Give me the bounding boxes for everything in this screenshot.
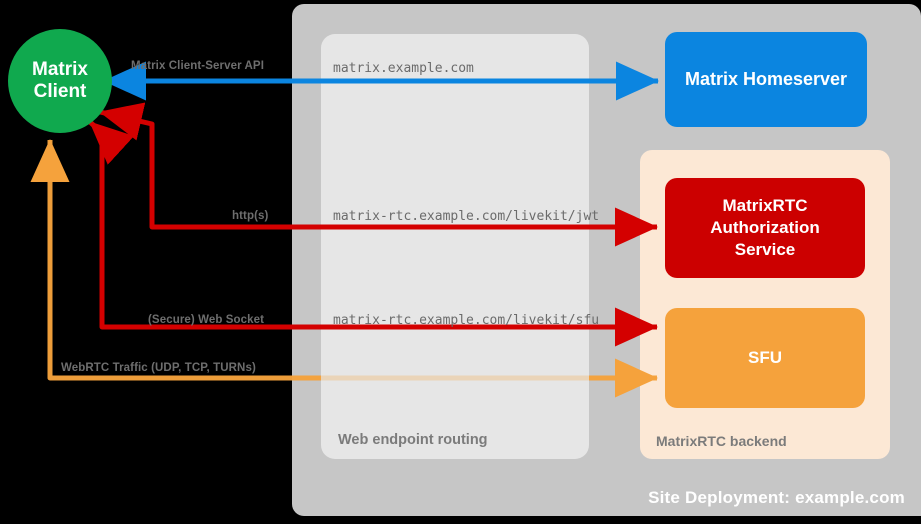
edge-label-web-socket: (Secure) Web Socket xyxy=(148,314,265,326)
edge-label-cs-api: Matrix Client-Server API xyxy=(131,60,264,72)
node-auth-line1: MatrixRTC xyxy=(722,196,808,216)
node-auth-line3: Service xyxy=(734,239,796,259)
endpoint-url-matrix: matrix.example.com xyxy=(333,61,474,76)
endpoint-url-livekit-sfu: matrix-rtc.example.com/livekit/sfu xyxy=(333,313,600,328)
node-matrix-homeserver-label: Matrix Homeserver xyxy=(684,69,848,89)
endpoint-url-livekit-jwt: matrix-rtc.example.com/livekit/jwt xyxy=(333,209,600,224)
node-matrix-client[interactable]: Matrix Client xyxy=(8,29,112,133)
web-endpoint-routing-label: Web endpoint routing xyxy=(338,432,488,448)
edge-label-webrtc-traffic: WebRTC Traffic (UDP, TCP, TURNs) xyxy=(61,362,256,374)
node-matrix-homeserver[interactable]: Matrix Homeserver xyxy=(665,32,867,127)
node-auth-line2: Authorization xyxy=(710,218,820,238)
site-deployment-title: Site Deployment: example.com xyxy=(648,488,905,507)
node-matrix-client-line1: Matrix xyxy=(32,58,88,80)
node-sfu[interactable]: SFU xyxy=(665,308,865,408)
edge-label-https: http(s) xyxy=(232,210,269,222)
node-matrix-client-line2: Client xyxy=(33,81,87,102)
matrixrtc-backend-label: MatrixRTC backend xyxy=(656,433,787,449)
node-matrixrtc-authorization-service[interactable]: MatrixRTC Authorization Service xyxy=(665,178,865,278)
edge-webrtc xyxy=(30,138,659,398)
edge-sfu-ws xyxy=(88,120,659,347)
node-sfu-label: SFU xyxy=(748,348,782,367)
